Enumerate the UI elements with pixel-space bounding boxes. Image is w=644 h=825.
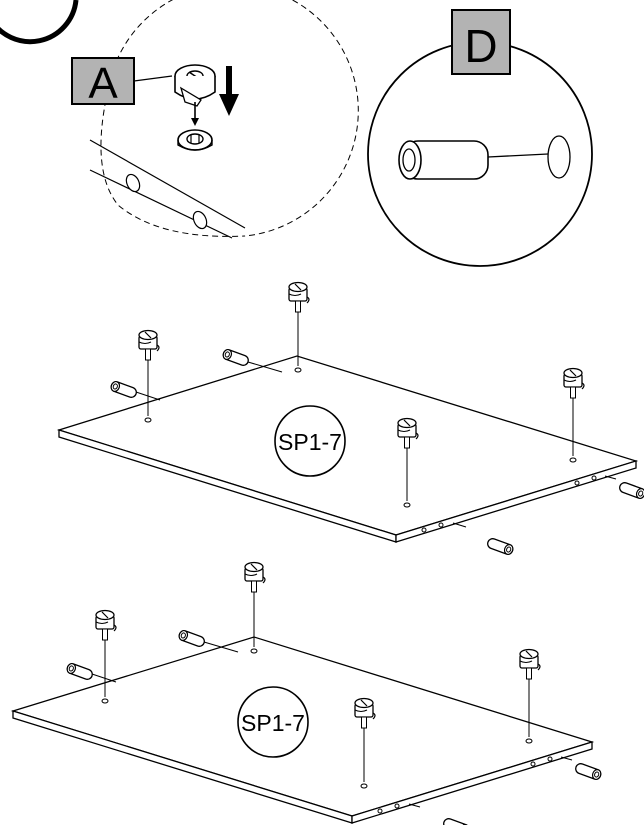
step-number-circle — [0, 0, 79, 45]
wooden-dowel-icon — [177, 628, 207, 649]
detail-d-hole — [547, 135, 571, 179]
cam-lock-icon — [519, 648, 541, 680]
detail-a-hole — [192, 210, 208, 230]
label-d-box — [451, 9, 511, 75]
detail-a-hole — [125, 173, 141, 193]
label-d-text: D — [464, 20, 497, 72]
cam-lock-icon — [288, 281, 310, 313]
wooden-dowel-icon — [221, 347, 251, 368]
down-arrow-icon — [219, 66, 239, 116]
cam-lock-icon — [138, 329, 160, 361]
wooden-dowel-icon — [441, 816, 471, 825]
wooden-dowel-icon — [485, 536, 515, 557]
detail-a-panel-edge — [89, 139, 246, 229]
wooden-dowel-icon — [617, 480, 644, 501]
panel-bottom-label: SP1-7 — [241, 710, 305, 736]
cam-socket-icon — [177, 129, 213, 151]
detail-a-dashed-circle — [107, 0, 359, 237]
cam-lock-icon — [95, 609, 117, 641]
panel-top-label-circle — [274, 405, 346, 477]
wooden-dowel-icon — [65, 661, 95, 682]
wooden-dowel-icon — [573, 761, 603, 782]
label-a-text: A — [88, 59, 118, 108]
panel-bottom: SP1-7 — [10, 561, 603, 825]
detail-a: A — [71, 0, 359, 239]
panel-top: SP1-7 — [56, 281, 644, 557]
cam-lock-icon — [174, 64, 216, 126]
detail-d: D — [367, 9, 593, 267]
panel-bottom-label-circle — [237, 686, 309, 758]
cam-lock-icon — [563, 367, 585, 399]
panel-top-face — [56, 355, 639, 536]
panel-top-label: SP1-7 — [278, 429, 342, 455]
wooden-dowel-icon — [398, 135, 571, 180]
cam-lock-icon — [244, 561, 266, 593]
wooden-dowel-icon — [109, 379, 139, 400]
